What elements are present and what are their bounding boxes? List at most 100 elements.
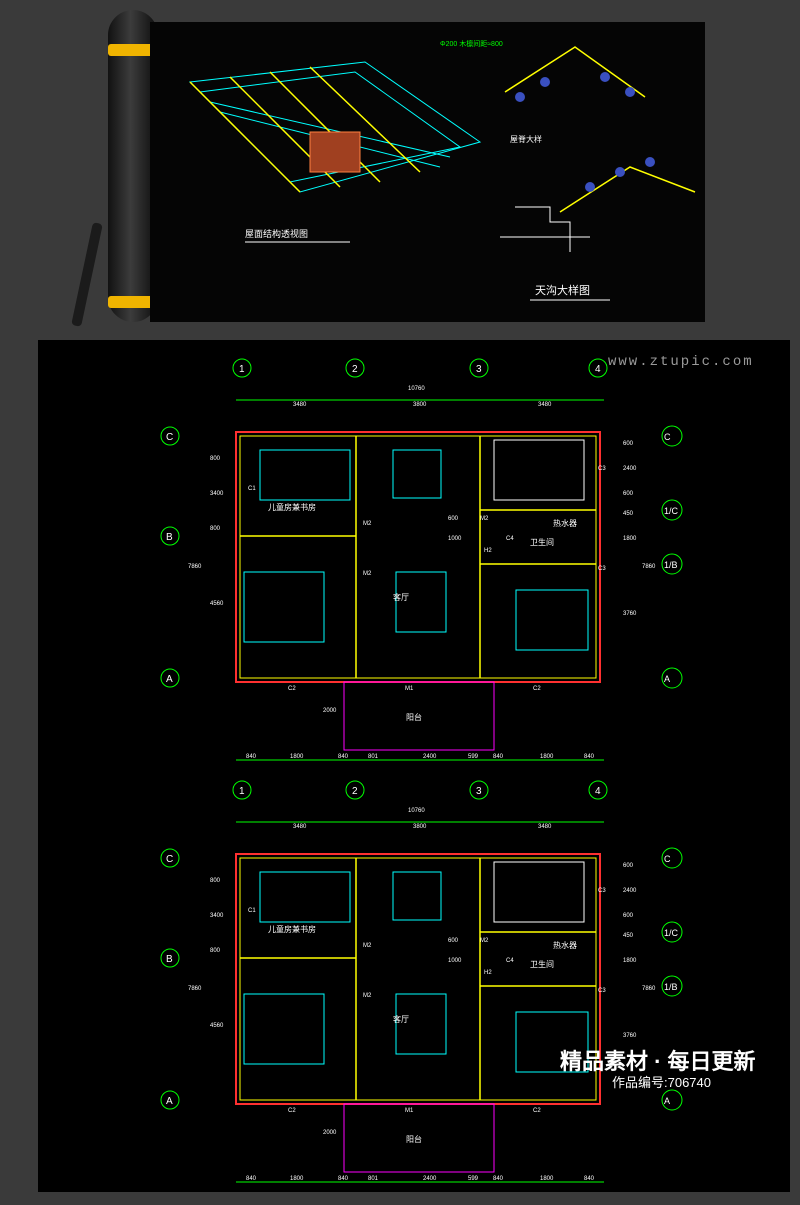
balcony-outline	[343, 1103, 495, 1173]
roll-band-top	[108, 44, 158, 56]
dim-total-top: 10760	[408, 386, 425, 392]
dim-seg-right: 1800	[623, 958, 637, 964]
dim-seg-bottom: 840	[493, 754, 504, 760]
ridge-detail-title: 屋脊大样	[510, 134, 542, 144]
dim-seg-right: 600	[623, 863, 634, 869]
axis-bubble-1	[232, 358, 252, 378]
inner-wall	[239, 857, 597, 1101]
axis-letter-left: A	[166, 1096, 173, 1107]
gutter-detail-title: 天沟大样图	[535, 283, 590, 297]
room-label-water-heater: 热水器	[553, 940, 577, 950]
axis-letter-right: 1/B	[664, 560, 678, 570]
door-label: C4	[506, 536, 514, 542]
dim-seg-bottom: 801	[368, 754, 379, 760]
door-label: C2	[288, 1108, 296, 1114]
axis-bubble-3	[469, 780, 489, 800]
door-label: C1	[248, 486, 256, 492]
furniture	[243, 993, 325, 1065]
watermark-url: www.ztupic.com	[608, 354, 754, 370]
axis-number: 1	[239, 786, 245, 797]
door-label: C3	[598, 888, 606, 894]
outer-wall	[235, 431, 601, 683]
door-label: M2	[363, 521, 372, 527]
staircase	[493, 439, 585, 501]
door-label: 1000	[448, 536, 462, 542]
door-label: M1	[405, 686, 414, 692]
door-label: C2	[533, 686, 541, 692]
furniture	[515, 1011, 589, 1073]
dim-seg-bottom: 840	[584, 754, 595, 760]
dim-seg-bottom: 840	[338, 754, 349, 760]
room-label-living: 客厅	[393, 1014, 409, 1024]
dim-seg-right: 2400	[623, 888, 637, 894]
dim-seg-top: 3480	[538, 824, 552, 830]
roof-spec-label: Φ200 木檩间距≈800	[440, 39, 503, 48]
door-label: 600	[448, 516, 459, 522]
axis-number: 4	[595, 364, 601, 375]
dim-seg-right: 600	[623, 441, 634, 447]
door-label: C2	[533, 1108, 541, 1114]
axis-bubble-1	[232, 780, 252, 800]
axis-bubble-right	[661, 667, 683, 689]
furniture	[395, 993, 447, 1055]
axis-bubble-2	[345, 780, 365, 800]
door-label: M2	[480, 938, 489, 944]
dim-seg-left: 4560	[210, 1023, 224, 1029]
room-label-balcony: 阳台	[406, 712, 422, 722]
dim-total-right: 7860	[642, 564, 656, 570]
dim-seg-bottom: 840	[246, 1176, 257, 1182]
dim-seg-bottom: 1800	[540, 1176, 554, 1182]
axis-letter-left: B	[166, 532, 173, 543]
door-label: C3	[598, 566, 606, 572]
scroll-roll	[108, 10, 158, 322]
door-label: M1	[405, 1108, 414, 1114]
dim-seg-bottom: 840	[493, 1176, 504, 1182]
axis-bubble-4	[588, 780, 608, 800]
dim-seg-left: 800	[210, 526, 221, 532]
dim-total-left: 7860	[188, 564, 202, 570]
door-label: M2	[363, 993, 372, 999]
dim-seg-right: 450	[623, 511, 634, 517]
door-label: C4	[506, 958, 514, 964]
dim-seg-bottom: 840	[246, 754, 257, 760]
furniture	[395, 571, 447, 633]
dim-seg-bottom: 1800	[540, 754, 554, 760]
door-label: H2	[484, 970, 492, 976]
axis-bubble-right	[661, 499, 683, 521]
axis-bubble-left	[160, 948, 180, 968]
balcony-outline	[343, 681, 495, 751]
room-label-living: 客厅	[393, 592, 409, 602]
dim-seg-bottom: 2400	[423, 1176, 437, 1182]
dim-seg-left: 800	[210, 456, 221, 462]
axis-bubble-left	[160, 848, 180, 868]
door-label: M2	[363, 571, 372, 577]
axis-bubble-right	[661, 1089, 683, 1111]
door-label: M2	[480, 516, 489, 522]
axis-number: 2	[352, 364, 358, 375]
dim-seg-bottom: 840	[338, 1176, 349, 1182]
roll-band-bottom	[108, 296, 158, 308]
axis-number: 3	[476, 364, 482, 375]
dim-seg-right: 1800	[623, 536, 637, 542]
dim-seg-bottom: 840	[584, 1176, 595, 1182]
door-label: 2000	[323, 708, 337, 714]
furniture	[392, 871, 442, 921]
dim-seg-bottom: 1800	[290, 1176, 304, 1182]
door-label: C1	[248, 908, 256, 914]
axis-letter-left: A	[166, 674, 173, 685]
axis-letter-right: 1/B	[664, 982, 678, 992]
axis-letter-right: C	[664, 854, 671, 864]
dim-seg-bottom: 801	[368, 1176, 379, 1182]
dim-seg-right: 600	[623, 491, 634, 497]
axis-letter-left: B	[166, 954, 173, 965]
axis-bubble-right	[661, 425, 683, 447]
door-label: 1000	[448, 958, 462, 964]
door-label: M2	[363, 943, 372, 949]
room-label-water-heater: 热水器	[553, 518, 577, 528]
axis-number: 4	[595, 786, 601, 797]
room-label-kids-study: 儿童房兼书房	[268, 924, 316, 934]
axis-bubble-right	[661, 975, 683, 997]
